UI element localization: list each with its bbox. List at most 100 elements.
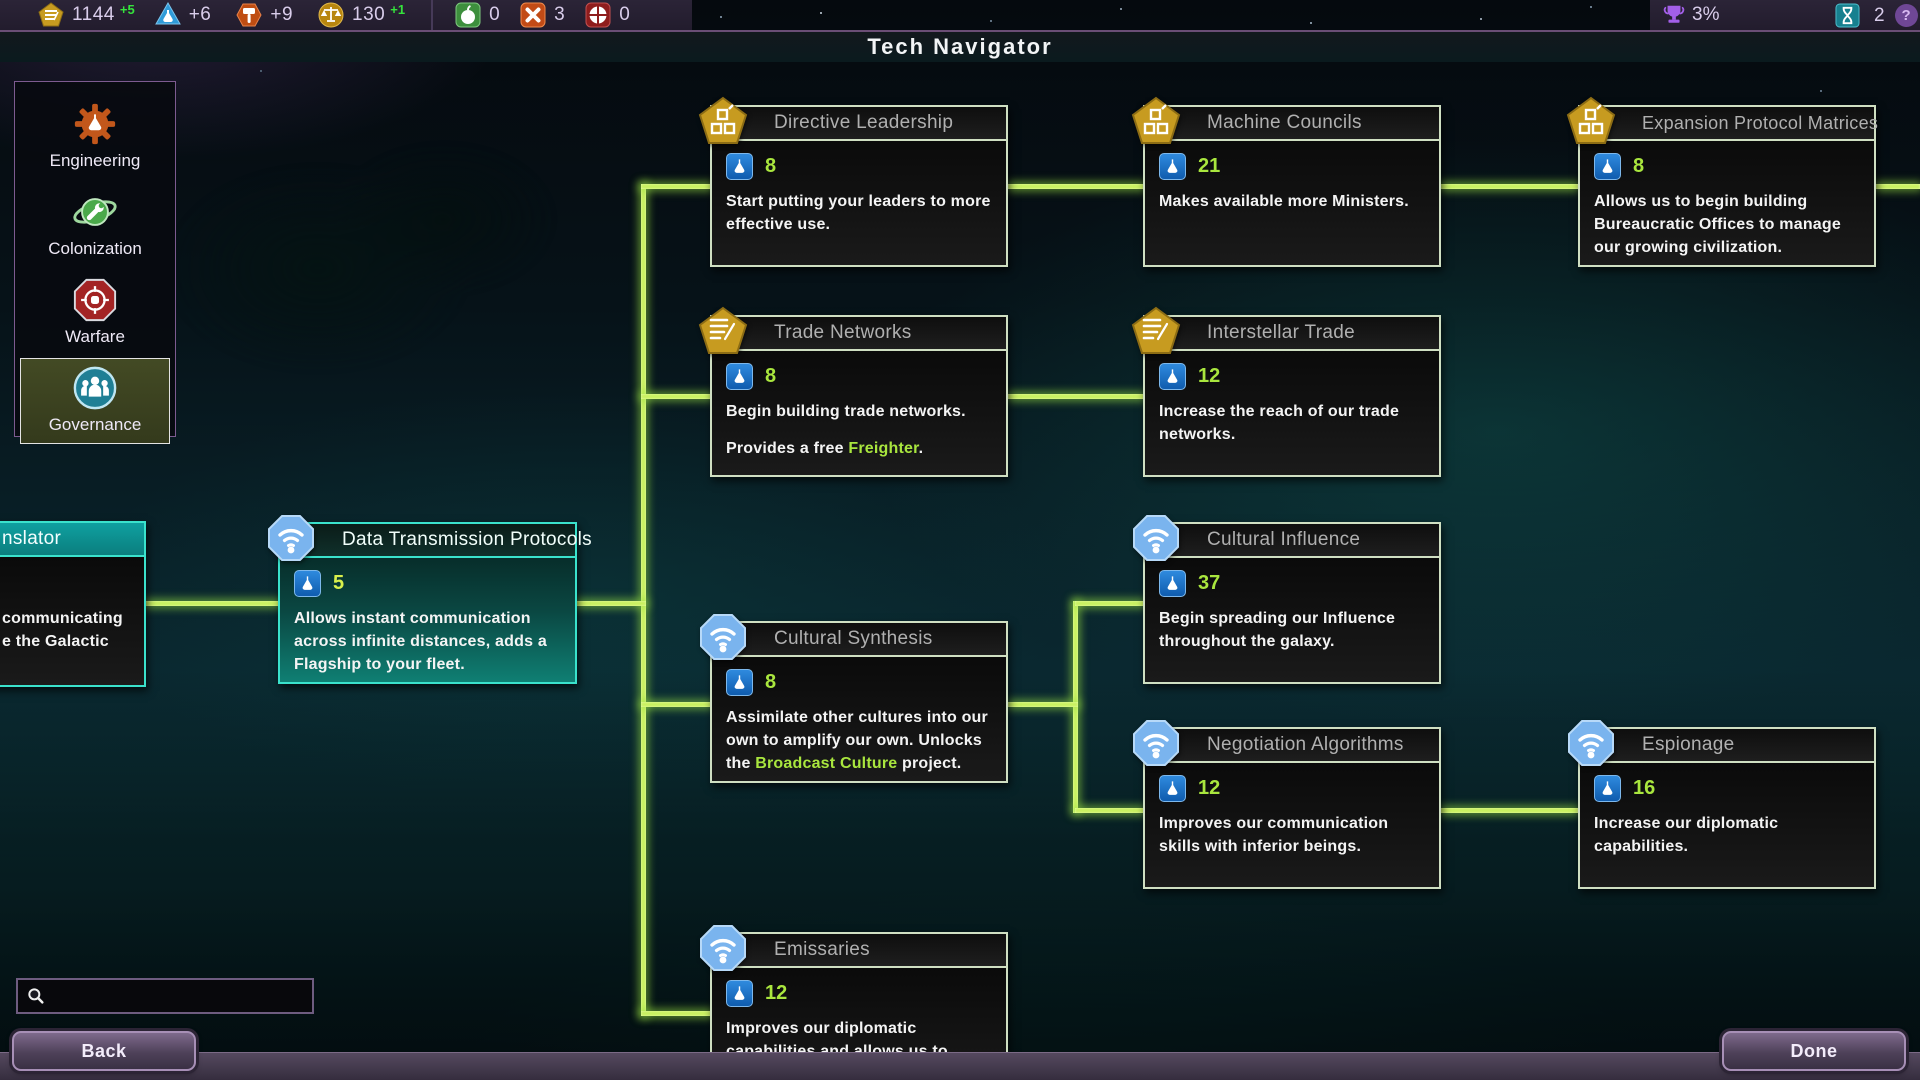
governance-pentagon-badge-icon (1131, 96, 1181, 146)
hourglass-icon (1835, 3, 1860, 28)
category-sidebar: Engineering Colonization Warfare Governa… (14, 81, 176, 444)
credits-resource: 1144+5 (38, 2, 135, 28)
footer-bar (0, 1052, 1920, 1080)
research-icon (154, 2, 181, 25)
node-title: Directive Leadership (774, 112, 954, 133)
sidebar-item-warfare[interactable]: Warfare (20, 270, 170, 356)
broadcast-culture-link: Broadcast Culture (755, 755, 898, 773)
tech-search-box (16, 978, 314, 1014)
node-title: Data Transmission Protocols (342, 529, 592, 550)
research-cost-icon (726, 153, 753, 180)
research-cost: 37 (1198, 572, 1221, 594)
research-cost-icon (1159, 570, 1186, 597)
node-body: 37 Begin spreading our Influence through… (1145, 558, 1439, 653)
node-header: nslator (0, 523, 144, 557)
trade-icon (318, 2, 344, 28)
credits-icon (38, 2, 64, 27)
connector (641, 394, 712, 399)
tech-node-cultural-synthesis[interactable]: Cultural Synthesis 8 Assimilate other cu… (700, 614, 1008, 783)
turn-count: 2 (1874, 4, 1885, 26)
node-header: Emissaries (712, 934, 1006, 968)
node-description: Allows instant communication across infi… (294, 610, 547, 674)
sidebar-item-governance[interactable]: Governance (20, 358, 170, 444)
tech-node-machine-councils[interactable]: Machine Councils 21 Makes available more… (1131, 96, 1441, 267)
shortage-icon (520, 2, 546, 28)
production-icon (236, 3, 262, 27)
node-body: 12 Increase the reach of our trade netwo… (1145, 351, 1439, 446)
sidebar-item-label: Engineering (49, 151, 141, 170)
tech-node-trade-networks[interactable]: Trade Networks 8 Begin building trade ne… (698, 306, 1008, 477)
tech-node-negotiation-algorithms[interactable]: Negotiation Algorithms 12 Improves our c… (1133, 720, 1441, 889)
node-header: Espionage (1580, 729, 1874, 763)
tech-node-espionage[interactable]: Espionage 16 Increase our diplomatic cap… (1568, 720, 1876, 889)
tech-node-translator-partial[interactable]: nslator communicating e the Galactic (0, 521, 146, 687)
search-input[interactable] (46, 987, 312, 1005)
population-icon (585, 2, 611, 28)
node-body: 8 Assimilate other cultures into our own… (712, 657, 1006, 776)
resource-panel: 1144+5 +6 +9 130+1 0 3 (0, 0, 692, 30)
sidebar-item-label: Warfare (65, 327, 125, 346)
food-stat: 0 (455, 2, 500, 28)
node-body: 12 Improves our communication skills wit… (1145, 763, 1439, 858)
research-cost: 8 (765, 365, 777, 387)
research-cost: 16 (1633, 777, 1656, 799)
connector (641, 1011, 712, 1016)
culture-percent: 3% (1692, 4, 1720, 25)
done-button[interactable]: Done (1722, 1031, 1906, 1071)
node-title: Cultural Synthesis (774, 628, 933, 649)
node-title: Cultural Influence (1207, 529, 1361, 550)
trade-pentagon-badge-icon (1131, 306, 1181, 356)
node-body: 8 Start putting your leaders to more eff… (712, 141, 1006, 236)
population-stat: 0 (585, 2, 630, 28)
back-button[interactable]: Back (12, 1031, 196, 1071)
node-body: 8 Begin building trade networks. Provide… (712, 351, 1006, 460)
trade-balance-resource: 130+1 (318, 2, 405, 28)
node-title: Interstellar Trade (1207, 322, 1355, 343)
node-body: 5 Allows instant communication across in… (280, 558, 575, 677)
culture-wifi-badge-icon (1131, 513, 1181, 563)
connector (1440, 808, 1578, 813)
governance-pentagon-badge-icon (1566, 96, 1616, 146)
culture-wifi-badge-icon (266, 513, 316, 563)
sidebar-item-colonization[interactable]: Colonization (20, 182, 170, 268)
node-header: Data Transmission Protocols (280, 524, 592, 558)
food-icon (455, 2, 481, 28)
node-header: Negotiation Algorithms (1145, 729, 1439, 763)
culture-wifi-badge-icon (1131, 718, 1181, 768)
node-title: Negotiation Algorithms (1207, 734, 1404, 755)
engineering-gear-icon (74, 103, 116, 145)
tech-node-directive-leadership[interactable]: Directive Leadership 8 Start putting you… (698, 96, 1008, 267)
production-resource: +9 (236, 2, 298, 28)
search-icon (28, 988, 44, 1004)
node-header: Cultural Synthesis (712, 623, 1006, 657)
node-description: communicating e the Galactic (2, 610, 123, 651)
node-header: Trade Networks (712, 317, 1006, 351)
node-description: Increase our diplomatic capabilities. (1594, 815, 1779, 856)
sidebar-item-label: Governance (48, 415, 142, 434)
tech-node-interstellar-trade[interactable]: Interstellar Trade 12 Increase the reach… (1131, 306, 1441, 477)
research-cost: 21 (1198, 155, 1221, 177)
node-header: Cultural Influence (1145, 524, 1439, 558)
sidebar-item-engineering[interactable]: Engineering (20, 94, 170, 180)
node-title: Expansion Protocol Matrices (1642, 112, 1879, 133)
culture-wifi-badge-icon (1566, 718, 1616, 768)
tech-node-expansion-protocol-matrices[interactable]: Expansion Protocol Matrices 8 Allows us … (1566, 96, 1879, 267)
node-description: Allows us to begin building Bureaucratic… (1594, 193, 1841, 257)
node-body: 21 Makes available more Ministers. (1145, 141, 1439, 213)
research-cost: 12 (1198, 365, 1221, 387)
top-resource-bar: 1144+5 +6 +9 130+1 0 3 (0, 0, 1920, 30)
research-cost-icon (726, 980, 753, 1007)
research-cost: 5 (333, 572, 345, 594)
tech-node-cultural-influence[interactable]: Cultural Influence 37 Begin spreading ou… (1133, 515, 1441, 684)
tech-node-data-transmission-protocols[interactable]: Data Transmission Protocols 5 Allows ins… (268, 515, 592, 684)
research-cost-icon (1159, 153, 1186, 180)
research-cost-icon (1159, 775, 1186, 802)
title-bar: Tech Navigator (0, 30, 1920, 62)
node-description: Improves our communication skills with i… (1159, 815, 1389, 856)
help-button[interactable]: ? (1894, 4, 1918, 27)
research-cost: 12 (765, 982, 788, 1004)
node-header: Interstellar Trade (1145, 317, 1439, 351)
research-cost-icon (726, 363, 753, 390)
connector-trunk-vertical (641, 184, 646, 1016)
